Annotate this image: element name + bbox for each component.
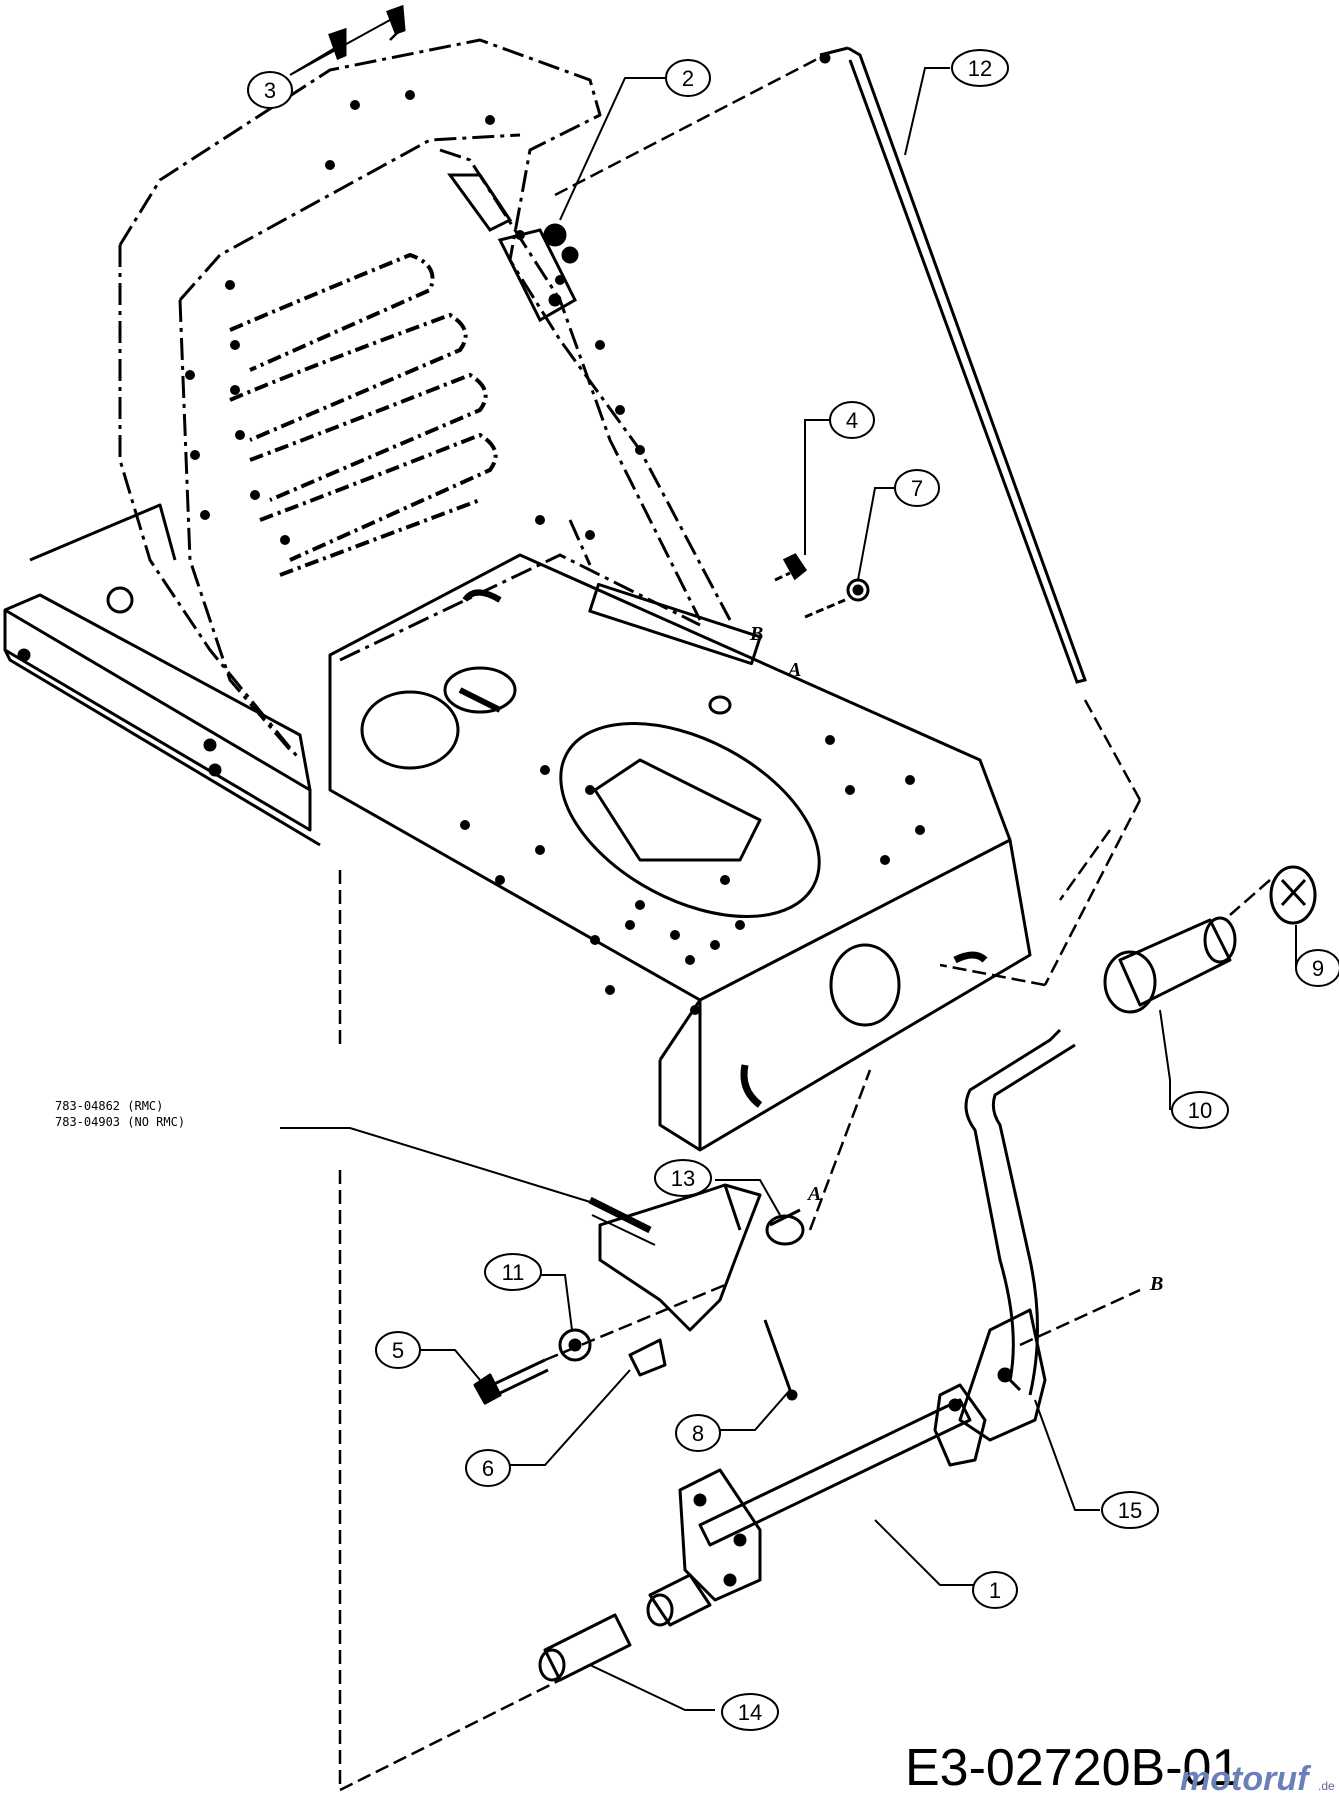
callout-13: 13	[671, 1166, 695, 1191]
note-line-2: 783-04903 (NO RMC)	[55, 1115, 185, 1129]
note-line-1: 783-04862 (RMC)	[55, 1099, 163, 1113]
ref-mark-a-upper: A	[786, 659, 801, 681]
watermark-suffix: .de	[1318, 1779, 1335, 1793]
callout-15: 15	[1118, 1498, 1142, 1523]
callout-6: 6	[482, 1456, 494, 1481]
callout-5: 5	[392, 1338, 404, 1363]
callout-3: 3	[264, 78, 276, 103]
lever-assembly	[538, 865, 1317, 1682]
seat-switch-part	[447, 173, 579, 323]
fender-ribs	[229, 252, 498, 577]
callout-circles	[247, 49, 1339, 1731]
callout-labels: 1 2 3 4 5 6 7 8 9 10 11 12 13 14 15	[264, 56, 1324, 1725]
part-number-note: 783-04862 (RMC) 783-04903 (NO RMC)	[55, 1099, 185, 1129]
watermark-brand: motoruf	[1180, 1760, 1312, 1798]
callout-12: 12	[968, 56, 992, 81]
hardware-bolts	[328, 4, 870, 619]
ref-mark-b-upper: B	[749, 623, 763, 645]
callout-9: 9	[1312, 956, 1324, 981]
diagram-code: E3-02720B-01	[905, 1739, 1240, 1797]
ref-mark-b-lower: B	[1149, 1273, 1163, 1295]
callout-4: 4	[846, 408, 858, 433]
callout-7: 7	[911, 476, 923, 501]
assembly-guide-lines	[338, 29, 1271, 1792]
callout-1: 1	[989, 1578, 1001, 1603]
reference-marks: B A A B	[749, 623, 1163, 1295]
frame-holes	[460, 735, 925, 1015]
callout-2: 2	[682, 66, 694, 91]
motoruf-watermark: motoruf .de	[1180, 1760, 1335, 1798]
ref-mark-a-lower: A	[806, 1183, 821, 1205]
callout-leaders	[280, 19, 1297, 1711]
callout-10: 10	[1188, 1098, 1212, 1123]
fender-holes	[185, 90, 645, 545]
callout-8: 8	[692, 1421, 704, 1446]
callout-11: 11	[502, 1260, 525, 1285]
fender-assembly	[118, 38, 732, 761]
frame-assembly	[3, 503, 1032, 1152]
callout-14: 14	[738, 1700, 762, 1725]
lever-plate-assembly	[473, 1183, 805, 1405]
